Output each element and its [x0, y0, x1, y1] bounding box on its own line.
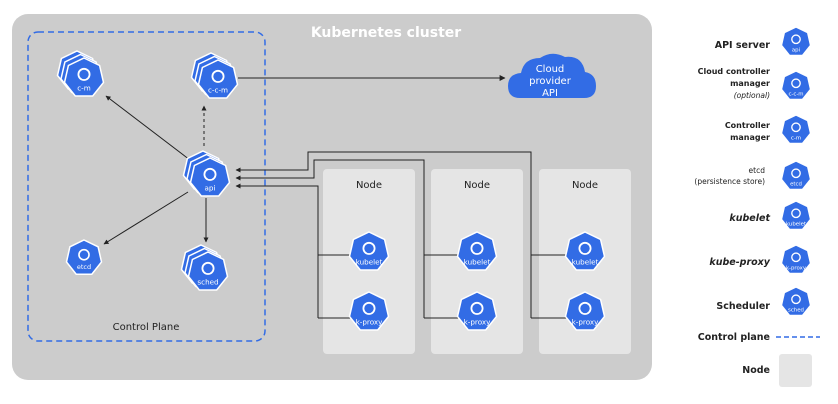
etcd-icon-label: etcd: [77, 263, 91, 271]
legend-proxy-icon-glyph-icon: [791, 252, 801, 263]
legend-node-swatch: [779, 354, 812, 387]
component-icons: c-m c-c-m api etcd sched kubelet k-proxy kubele…: [56, 26, 812, 331]
kube-proxy-icon-node-3-glyph-icon: [578, 301, 592, 315]
api-server-icon: api: [182, 150, 231, 197]
link-node3-to-api: [235, 151, 585, 256]
legend: API server Cloud controller manager (opt…: [694, 40, 820, 387]
legend-control-plane-label: Control plane: [698, 332, 770, 343]
api-server-icon-glyph-icon: [203, 167, 217, 181]
legend-cm-line1: Controller: [725, 121, 770, 130]
kube-proxy-icon-node-2-glyph-icon: [470, 301, 484, 315]
kube-proxy-icon-node-1-label: k-proxy: [356, 317, 384, 326]
kube-proxy-icon-node-2: k-proxy: [456, 291, 498, 331]
scheduler-icon-label: sched: [197, 277, 218, 286]
kube-proxy-icon-node-1: k-proxy: [348, 291, 390, 331]
node-title-3: Node: [572, 180, 598, 191]
link-node1-to-api: [235, 183, 369, 256]
legend-proxy-icon-label: k-proxy: [786, 265, 807, 271]
connections: [103, 75, 585, 319]
etcd-icon-glyph-icon: [78, 248, 90, 261]
legend-etcd-icon-label: etcd: [790, 181, 802, 187]
legend-etcd-line1: etcd: [749, 166, 766, 175]
legend-etcd-icon: etcd: [780, 160, 812, 191]
legend-ccm-icon-glyph-icon: [791, 78, 801, 89]
legend-ccm-icon-label: c-c-m: [788, 91, 803, 97]
legend-kubelet-icon-label: kubelet: [786, 221, 806, 227]
legend-kubelet-icon-glyph-icon: [791, 208, 801, 219]
legend-sched-icon-glyph-icon: [791, 294, 801, 305]
kubelet-icon-node-3: kubelet: [564, 231, 606, 271]
legend-sched-icon-label: sched: [788, 307, 804, 313]
legend-proxy-icon: k-proxy: [780, 244, 812, 275]
cloud-controller-manager-icon-label: c-c-m: [208, 85, 228, 94]
node-title-2: Node: [464, 180, 490, 191]
cloud-label-line3: API: [542, 88, 558, 99]
kubelet-icon-node-2-glyph-icon: [470, 241, 484, 255]
controller-manager-icon: c-m: [56, 50, 105, 97]
legend-kubelet-label: kubelet: [729, 213, 770, 224]
legend-etcd-icon-glyph-icon: [791, 168, 801, 179]
arrow-api-to-etcd: [103, 191, 189, 245]
legend-cm-icon-label: c-m: [791, 135, 801, 141]
kubelet-icon-node-1-glyph-icon: [362, 241, 376, 255]
kubelet-icon-node-3-label: kubelet: [572, 257, 599, 266]
api-server-icon-label: api: [205, 183, 216, 192]
cloud-provider-api: Cloud provider API: [508, 53, 596, 99]
node-title-1: Node: [356, 180, 382, 191]
kubelet-icon-node-2-label: kubelet: [464, 257, 491, 266]
legend-cm-icon: c-m: [780, 114, 812, 145]
kube-proxy-icon-node-3: k-proxy: [564, 291, 606, 331]
kube-proxy-icon-node-2-label: k-proxy: [464, 317, 492, 326]
kube-proxy-icon-node-3-label: k-proxy: [572, 317, 600, 326]
cloud-controller-manager-icon: c-c-m: [190, 52, 239, 99]
legend-kubelet-icon: kubelet: [780, 200, 812, 231]
kubelet-icon-node-1: kubelet: [348, 231, 390, 271]
legend-scheduler-label: Scheduler: [716, 301, 770, 312]
kube-proxy-icon-node-1-glyph-icon: [362, 301, 376, 315]
legend-etcd-line2: (persistence store): [694, 177, 765, 186]
control-plane-label: Control Plane: [113, 322, 180, 333]
cloud-label-line2: provider: [529, 76, 572, 87]
legend-api-label: API server: [715, 40, 771, 51]
legend-node-label: Node: [742, 365, 770, 376]
legend-ccm-line2: manager: [730, 79, 770, 88]
scheduler-icon-glyph-icon: [201, 261, 215, 275]
scheduler-icon: sched: [180, 244, 229, 291]
link-node2-to-api: [235, 159, 477, 256]
etcd-icon: etcd: [65, 239, 103, 275]
legend-api-icon-glyph-icon: [791, 34, 801, 45]
controller-manager-icon-label: c-m: [77, 83, 91, 92]
arrow-api-to-cm: [105, 95, 191, 161]
control-plane-boundary: [27, 31, 266, 342]
legend-cm-icon-glyph-icon: [791, 122, 801, 133]
legend-ccm-line1: Cloud controller: [698, 67, 770, 76]
legend-api-icon: api: [780, 26, 812, 57]
kubelet-icon-node-2: kubelet: [456, 231, 498, 271]
kubelet-icon-node-3-glyph-icon: [578, 241, 592, 255]
legend-ccm-icon: c-c-m: [780, 70, 812, 101]
cloud-controller-manager-icon-glyph-icon: [211, 69, 225, 83]
legend-cm-line2: manager: [730, 133, 770, 142]
legend-ccm-line3: (optional): [734, 91, 770, 100]
kubelet-icon-node-1-label: kubelet: [356, 257, 383, 266]
legend-sched-icon: sched: [780, 286, 812, 317]
cluster-title: Kubernetes cluster: [311, 25, 461, 41]
controller-manager-icon-glyph-icon: [77, 67, 91, 81]
legend-kube-proxy-label: kube-proxy: [709, 257, 770, 268]
legend-api-icon-label: api: [792, 47, 800, 53]
cloud-label-line1: Cloud: [536, 64, 565, 75]
